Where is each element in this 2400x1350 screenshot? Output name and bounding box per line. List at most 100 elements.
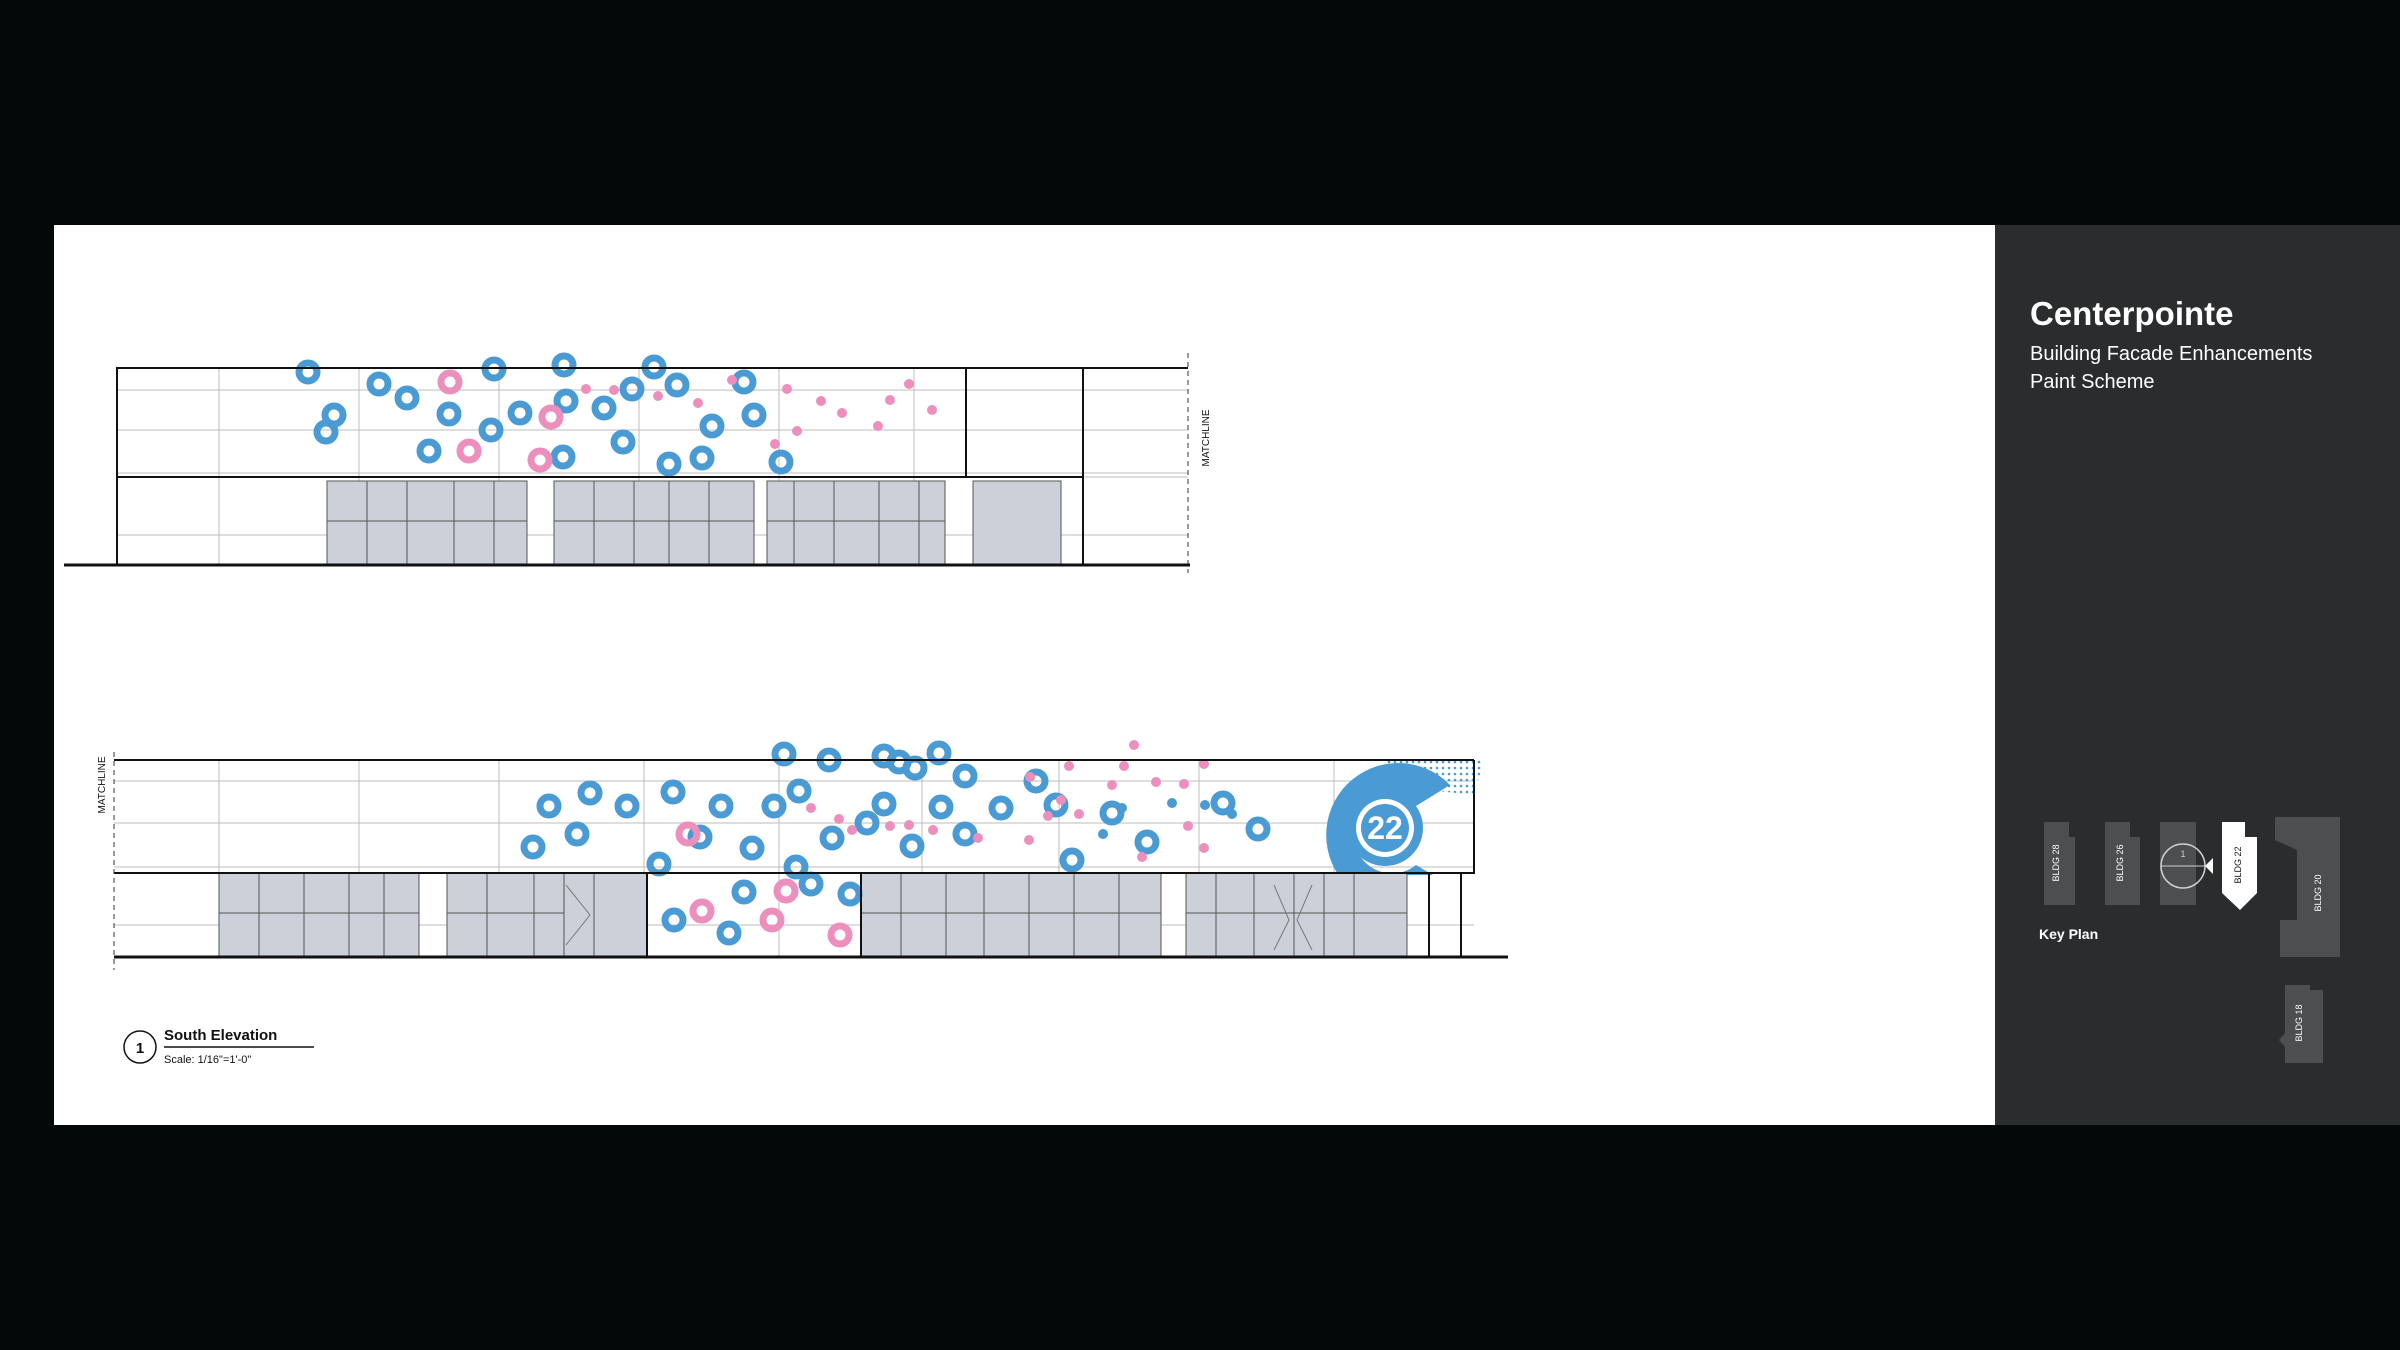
mural-ring bbox=[610, 429, 636, 455]
view-title: South Elevation bbox=[164, 1027, 277, 1044]
mural-ring bbox=[1043, 792, 1069, 818]
mural-ring bbox=[761, 793, 787, 819]
mural-ring bbox=[786, 778, 812, 804]
mural-ring bbox=[536, 793, 562, 819]
mural-ring bbox=[871, 791, 897, 817]
mural-ring bbox=[708, 793, 734, 819]
key-plan: BLDG 28 BLDG 26 1 BLDG 22 BLDG 20 bbox=[2039, 817, 2340, 1063]
mural-ring bbox=[854, 810, 880, 836]
mural-ring bbox=[619, 376, 645, 402]
mural-dot bbox=[792, 426, 802, 436]
mural-dot bbox=[1129, 740, 1139, 750]
mural-dot bbox=[1064, 761, 1074, 771]
mural-dot bbox=[1024, 835, 1034, 845]
mural-ring bbox=[1099, 800, 1125, 826]
svg-text:BLDG 22: BLDG 22 bbox=[2233, 846, 2243, 883]
mural-ring bbox=[313, 419, 339, 445]
mural-ring bbox=[837, 881, 863, 907]
mural-ring bbox=[550, 444, 576, 470]
mural-dot bbox=[973, 833, 983, 843]
title-block-panel: Centerpointe Building Facade Enhancement… bbox=[1995, 225, 2400, 1125]
mural-dot bbox=[1199, 843, 1209, 853]
mural-dot bbox=[653, 391, 663, 401]
mural-dot bbox=[1199, 759, 1209, 769]
mural-ring bbox=[416, 438, 442, 464]
lower-outline bbox=[114, 759, 1475, 957]
mural-dot bbox=[1043, 811, 1053, 821]
mural-dot bbox=[904, 820, 914, 830]
building-number: 22 bbox=[1367, 810, 1403, 846]
mural-dot bbox=[806, 803, 816, 813]
mural-ring bbox=[1245, 816, 1271, 842]
key-north-arrow: 1 bbox=[2160, 822, 2213, 905]
mural-ring bbox=[689, 445, 715, 471]
mural-ring bbox=[798, 871, 824, 897]
mural-ring bbox=[660, 779, 686, 805]
mural-dot bbox=[1107, 780, 1117, 790]
mural-ring bbox=[436, 401, 462, 427]
mural-dot bbox=[873, 421, 883, 431]
mural-dot bbox=[727, 375, 737, 385]
svg-text:BLDG 28: BLDG 28 bbox=[2051, 844, 2061, 881]
mural-dot bbox=[847, 825, 857, 835]
mural-ring bbox=[773, 878, 799, 904]
mural-dot bbox=[581, 384, 591, 394]
mural-ring bbox=[926, 740, 952, 766]
mural-ring bbox=[928, 794, 954, 820]
mural-ring bbox=[819, 825, 845, 851]
mural-ring bbox=[1059, 847, 1085, 873]
mural-dot bbox=[904, 379, 914, 389]
mural-ring bbox=[1210, 790, 1236, 816]
mural-dot bbox=[927, 405, 937, 415]
project-subtitle-line2: Paint Scheme bbox=[2030, 371, 2155, 393]
mural-dot bbox=[1151, 777, 1161, 787]
mural-dot bbox=[1137, 852, 1147, 862]
lower-elevation: 22 bbox=[97, 740, 1508, 970]
mural-ring bbox=[759, 907, 785, 933]
upper-elevation: MATCHLINE bbox=[64, 352, 1212, 573]
mural-ring bbox=[591, 395, 617, 421]
key-bldg-18: BLDG 18 bbox=[2279, 985, 2323, 1063]
mural-dot bbox=[1025, 772, 1035, 782]
mural-ring bbox=[731, 879, 757, 905]
callout-number: 1 bbox=[136, 1040, 144, 1057]
mural-ring bbox=[988, 795, 1014, 821]
mural-ring bbox=[437, 369, 463, 395]
key-bldg-20: BLDG 20 bbox=[2275, 817, 2340, 957]
callout-bubble bbox=[123, 1030, 157, 1064]
lower-storefront bbox=[218, 872, 1408, 958]
svg-text:BLDG 18: BLDG 18 bbox=[2294, 1004, 2304, 1041]
mural-ring bbox=[731, 369, 757, 395]
mural-ring bbox=[871, 743, 897, 769]
mural-dot bbox=[1098, 829, 1108, 839]
mural-dot bbox=[609, 385, 619, 395]
mural-ring bbox=[1134, 829, 1160, 855]
mural-ring bbox=[564, 821, 590, 847]
mural-dot bbox=[1119, 761, 1129, 771]
key-bldg-28: BLDG 28 bbox=[2044, 822, 2075, 905]
drawing-sheet: MATCHLINE bbox=[54, 225, 1995, 1125]
elevation-drawing: MATCHLINE bbox=[64, 352, 1508, 1066]
upper-mural-dots bbox=[295, 352, 937, 477]
mural-ring bbox=[527, 447, 553, 473]
mural-ring bbox=[771, 741, 797, 767]
mural-ring bbox=[456, 438, 482, 464]
matchline-label-lower: MATCHLINE bbox=[97, 756, 108, 813]
matchline-label-upper: MATCHLINE bbox=[1201, 409, 1212, 466]
scale-label: Scale: 1/16"=1'-0" bbox=[164, 1054, 251, 1066]
mural-dot bbox=[834, 814, 844, 824]
upper-storefront bbox=[326, 480, 1062, 566]
project-title: Centerpointe bbox=[2030, 295, 2234, 332]
north-arrow-text: 1 bbox=[2180, 849, 2185, 859]
building-number-graphic: 22 bbox=[1326, 760, 1484, 875]
mural-ring bbox=[952, 763, 978, 789]
mural-ring bbox=[783, 854, 809, 880]
mural-dot bbox=[1179, 779, 1189, 789]
mural-dot bbox=[1056, 795, 1066, 805]
mural-ring bbox=[768, 449, 794, 475]
mural-ring bbox=[577, 780, 603, 806]
svg-text:BLDG 20: BLDG 20 bbox=[2313, 874, 2323, 911]
key-plan-label: Key Plan bbox=[2039, 926, 2098, 942]
mural-ring bbox=[687, 824, 713, 850]
mural-ring bbox=[551, 352, 577, 378]
